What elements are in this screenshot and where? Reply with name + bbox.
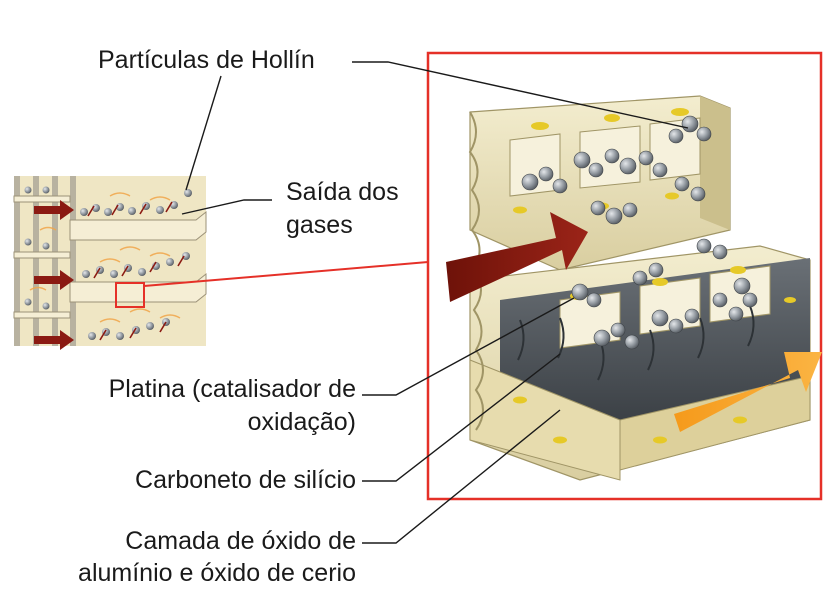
label-platinum-line1: Platina (catalisador de [108,375,356,403]
label-soot-particles: Partículas de Hollín [98,46,315,74]
orange-arrow-icon [674,352,822,432]
zoom-connector-line [143,261,429,287]
zoom-highlight-box [115,282,145,308]
magnified-substrate [446,95,822,481]
label-gas-outlet-line1: Saída dos [286,178,399,206]
filter-cross-section [13,176,207,350]
label-oxide-layer-line2: alumínio e óxido de cerio [78,559,356,587]
leader-lines [181,61,689,544]
red-arrow-icon [446,212,588,302]
label-silicon-carbide: Carboneto de silício [135,466,356,494]
label-gas-outlet-line2: gases [286,211,353,239]
label-oxide-layer-line1: Camada de óxido de [125,527,356,555]
label-platinum-line2: oxidação) [247,408,356,436]
